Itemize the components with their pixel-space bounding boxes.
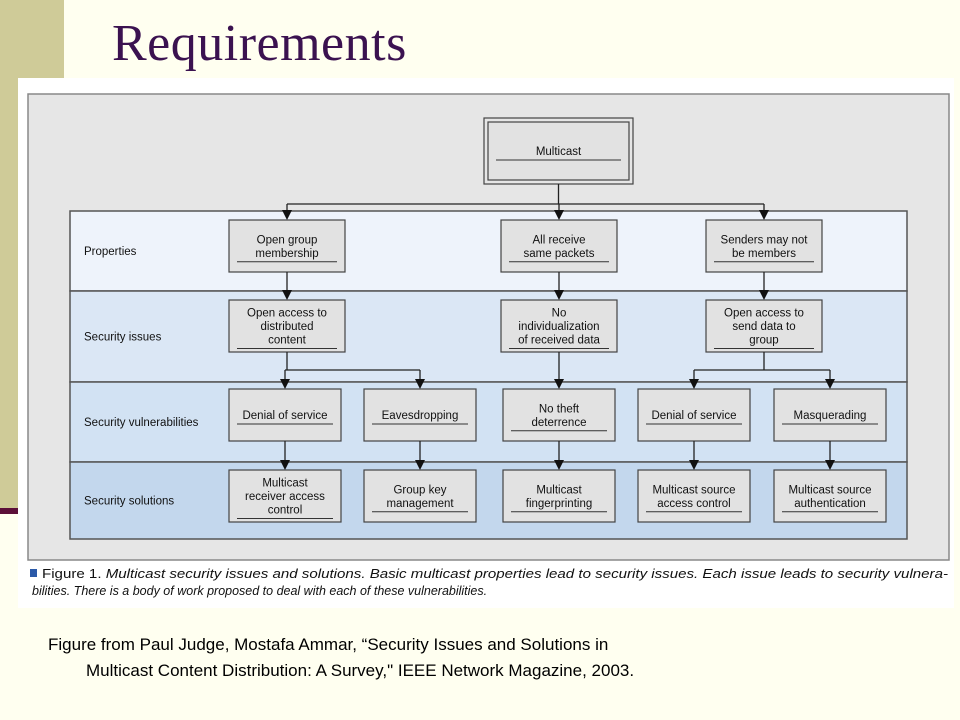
vulnerability-box-text: Denial of service <box>651 410 736 422</box>
solution-box-text: Group key <box>393 484 446 496</box>
vulnerability-box-text: No theft <box>539 403 580 415</box>
vulnerability-box-text: Masquerading <box>794 410 867 422</box>
root-box <box>487 121 630 181</box>
vulnerability-box <box>363 388 477 442</box>
issue-box <box>500 299 618 353</box>
solution-box-text: authentication <box>794 498 866 510</box>
solution-box-text: control <box>268 505 303 517</box>
caption-line-2: bilities. There is a body of work propos… <box>32 584 487 598</box>
citation-line-1: Figure from Paul Judge, Mostafa Ammar, “… <box>48 635 609 654</box>
vulnerability-box <box>637 388 751 442</box>
issue-box <box>228 299 346 353</box>
issue-box-text: content <box>268 335 307 347</box>
solution-box <box>773 469 887 523</box>
property-box-text: Open group <box>257 234 318 246</box>
arrow-head <box>415 460 425 470</box>
solution-box <box>502 469 616 523</box>
arrow-head <box>282 210 292 220</box>
row-label: Security issues <box>84 332 162 344</box>
caption-line-1: Figure 1. Multicast security issues and … <box>42 567 948 581</box>
property-box <box>500 219 618 273</box>
vulnerability-box <box>773 388 887 442</box>
issue-box-text: No <box>552 308 567 320</box>
arrow-head <box>759 210 769 220</box>
issue-box-text: distributed <box>260 321 313 333</box>
solution-box-text: Multicast <box>536 484 582 496</box>
vulnerability-box-text: Denial of service <box>242 410 327 422</box>
arrow-head <box>554 379 564 389</box>
root-box-text: Multicast <box>536 146 582 158</box>
caption-marker <box>30 569 37 577</box>
arrow-head <box>825 460 835 470</box>
solution-box-text: receiver access <box>245 491 325 503</box>
solution-box-text: fingerprinting <box>526 498 592 510</box>
property-box-text: All receive <box>532 234 585 246</box>
property-box <box>705 219 823 273</box>
issue-box <box>705 299 823 353</box>
sidebar-accent <box>0 508 22 514</box>
solution-box <box>363 469 477 523</box>
vulnerabilities-band <box>69 381 908 463</box>
property-box-text: be members <box>732 248 796 260</box>
row-label: Security solutions <box>84 496 174 508</box>
arrow-head <box>280 460 290 470</box>
solution-box-text: Multicast source <box>652 484 735 496</box>
arrow-head <box>554 290 564 300</box>
vulnerability-box <box>228 388 342 442</box>
solutions-band <box>69 461 908 540</box>
solution-box <box>637 469 751 523</box>
arrow-head <box>689 460 699 470</box>
solution-box-text: Multicast source <box>788 484 871 496</box>
arrow-head <box>825 379 835 389</box>
issue-box-text: Open access to <box>724 308 804 320</box>
issue-box-text: send data to <box>732 321 795 333</box>
arrow-head <box>554 460 564 470</box>
issue-box-text: Open access to <box>247 308 327 320</box>
row-label: Properties <box>84 246 137 258</box>
solution-box-text: Multicast <box>262 478 308 490</box>
property-box-text: same packets <box>524 248 595 260</box>
arrow-head <box>280 379 290 389</box>
issue-box-text: group <box>749 335 778 347</box>
issue-box-text: individualization <box>518 321 599 333</box>
arrow-head <box>415 379 425 389</box>
slide-title: Requirements <box>112 15 407 72</box>
vulnerability-box-text: deterrence <box>532 417 587 429</box>
vulnerability-box-text: Eavesdropping <box>382 410 459 422</box>
row-label: Security vulnerabilities <box>84 417 199 429</box>
solution-box <box>228 469 342 523</box>
arrow-head <box>554 210 564 220</box>
citation-line-2: Multicast Content Distribution: A Survey… <box>86 661 635 680</box>
arrow-head <box>689 379 699 389</box>
arrow-head <box>282 290 292 300</box>
solution-box-text: management <box>386 498 454 510</box>
property-box-text: Senders may not <box>721 234 809 246</box>
issue-box-text: of received data <box>518 335 600 347</box>
property-box-text: membership <box>255 248 318 260</box>
solution-box-text: access control <box>657 498 731 510</box>
arrow-head <box>759 290 769 300</box>
citation: Figure from Paul Judge, Mostafa Ammar, “… <box>48 632 928 684</box>
